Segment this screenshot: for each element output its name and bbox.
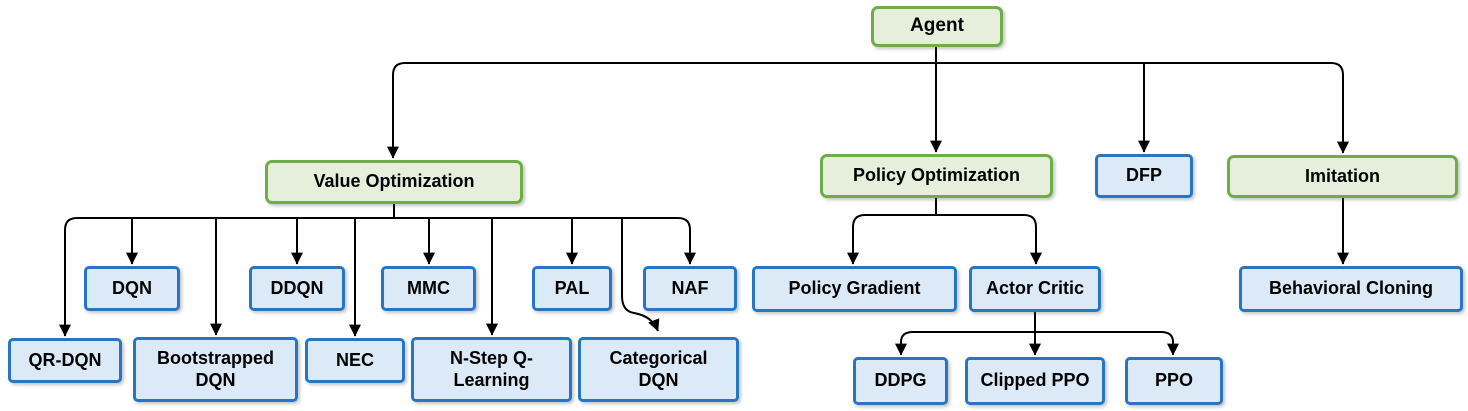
node-clipped-ppo-label: Clipped PPO	[980, 370, 1090, 391]
edge-agent-imitation	[936, 62, 1349, 154]
node-bootstrapped-dqn: Bootstrapped DQN	[133, 337, 298, 402]
node-dfp-label: DFP	[1126, 165, 1162, 186]
node-pal: PAL	[532, 266, 612, 311]
node-ddpg-label: DDPG	[874, 370, 927, 391]
node-imitation: Imitation	[1227, 155, 1458, 198]
node-actor-critic: Actor Critic	[969, 266, 1101, 312]
node-value-optimization-label: Value Optimization	[313, 171, 475, 192]
node-qr-dqn-label: QR-DQN	[28, 349, 102, 370]
node-policy-gradient: Policy Gradient	[752, 266, 957, 312]
node-agent: Agent	[871, 6, 1003, 47]
edge-actor-critic-ddpg	[895, 331, 1035, 356]
node-n-step-q-learning: N-Step Q-Learning	[411, 337, 572, 402]
node-ddpg: DDPG	[853, 357, 948, 405]
node-policy-optimization-label: Policy Optimization	[852, 165, 1021, 186]
node-policy-gradient-label: Policy Gradient	[788, 278, 921, 299]
edge-policy-optimization-actor-critic	[936, 214, 1042, 265]
node-naf-label: NAF	[671, 277, 709, 298]
node-ddqn-label: DDQN	[270, 277, 324, 298]
node-ppo-label: PPO	[1154, 370, 1193, 391]
node-n-step-q-learning-label: N-Step Q-Learning	[450, 348, 533, 390]
edge-value-optimization-categorical-dqn	[621, 218, 660, 332]
node-behavioral-cloning-label: Behavioral Cloning	[1268, 278, 1434, 299]
node-mmc-label: MMC	[407, 277, 450, 298]
node-categorical-dqn: Categorical DQN	[578, 337, 739, 402]
node-ppo: PPO	[1125, 357, 1223, 405]
node-categorical-dqn-label: Categorical DQN	[609, 348, 708, 390]
edge-policy-optimization-policy-gradient	[847, 214, 936, 265]
node-value-optimization: Value Optimization	[265, 160, 523, 204]
node-clipped-ppo: Clipped PPO	[965, 357, 1105, 405]
edge-agent-value-optimization	[387, 62, 936, 159]
node-nec: NEC	[305, 338, 405, 383]
node-mmc: MMC	[381, 266, 476, 311]
node-dqn-label: DQN	[112, 277, 152, 298]
node-agent-label: Agent	[910, 15, 964, 37]
node-nec-label: NEC	[335, 349, 374, 370]
edge-value-optimization-naf	[394, 217, 696, 265]
node-pal-label: PAL	[554, 277, 590, 298]
node-imitation-label: Imitation	[1305, 165, 1380, 186]
node-ddqn: DDQN	[249, 266, 345, 311]
node-dqn: DQN	[84, 266, 180, 311]
node-behavioral-cloning: Behavioral Cloning	[1239, 266, 1463, 312]
node-policy-optimization: Policy Optimization	[820, 154, 1053, 198]
node-qr-dqn: QR-DQN	[8, 338, 122, 383]
edge-value-optimization-qr-dqn	[59, 217, 394, 337]
node-actor-critic-label: Actor Critic	[985, 278, 1084, 299]
node-bootstrapped-dqn-label: Bootstrapped DQN	[157, 348, 274, 390]
node-dfp: DFP	[1095, 154, 1193, 198]
node-naf: NAF	[643, 266, 737, 311]
edge-actor-critic-ppo	[1035, 331, 1179, 356]
